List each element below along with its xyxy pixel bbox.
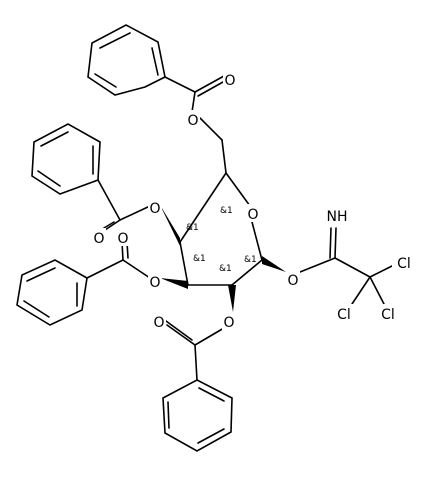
c4-ester-oxygen-label: O (149, 201, 160, 217)
pyranose-ring (179, 172, 263, 286)
c6-ester-oxygen-label: O (187, 113, 198, 129)
c4-carbonyl-oxygen-label: O (93, 231, 104, 247)
chlorine-2-label: Cl (337, 307, 351, 323)
wedge-bond-c3-o (160, 278, 188, 289)
c2-ester-oxygen-label: O (223, 315, 234, 331)
wedge-bond-c4-o (160, 205, 180, 246)
c6-carbonyl-oxygen-label: O (224, 73, 235, 89)
wedge-bond-c1-o (262, 256, 286, 272)
stereo-labels: &1 &1 &1 &1 &1 (186, 206, 257, 274)
imine-nh-label: NH (327, 209, 348, 225)
chlorine-1-label: Cl (397, 256, 411, 272)
stereo-label-c5: &1 (220, 206, 233, 216)
c3-carbonyl-oxygen-label: O (117, 231, 128, 247)
stereo-label-c2: &1 (219, 264, 232, 274)
ring-oxygen-label: O (247, 207, 258, 223)
anomeric-oxygen-label: O (287, 273, 298, 289)
stereo-label-c1: &1 (244, 255, 257, 265)
stereo-label-c4: &1 (186, 223, 199, 233)
c6-benzoyloxy-group (87, 24, 227, 174)
c3-ester-oxygen-label: O (149, 275, 160, 291)
c3-benzoyloxy-group (16, 241, 188, 326)
atom-labels: O O O O O O O O O O NH Cl Cl Cl (92, 70, 416, 331)
stereo-label-c3: &1 (193, 254, 206, 264)
c2-carbonyl-oxygen-label: O (153, 315, 164, 331)
c2-benzoyloxy-group (162, 285, 236, 452)
chlorine-3-label: Cl (381, 307, 395, 323)
trichloroacetimidate-group (262, 227, 393, 305)
c4-benzoyloxy-group (31, 123, 180, 246)
wedge-bond-c2-o (228, 285, 236, 312)
